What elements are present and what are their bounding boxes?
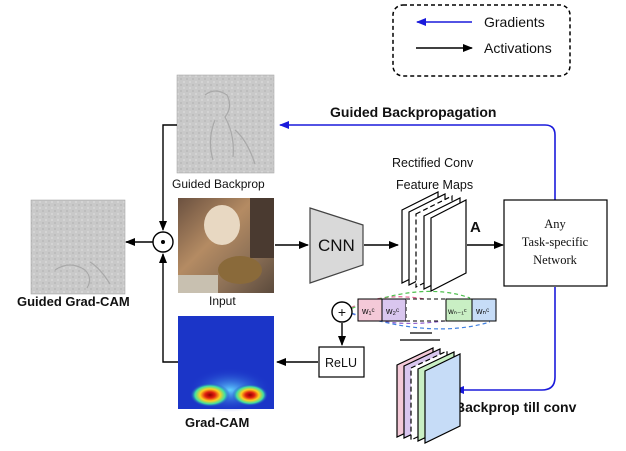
dog-shape [204,205,240,245]
weight-w2-label: w₂ᶜ [385,306,399,316]
guided-grad-cam-image [30,199,126,295]
relu-box [318,346,365,378]
cnn-label: CNN [318,236,355,255]
guided-backprop-to-multiply-arrow [159,124,177,231]
legend-activations-label: Activations [484,40,552,56]
input-label: Input [209,294,236,308]
sum-node [331,301,353,323]
feature-map-symbol: A [470,219,481,236]
legend-box: Gradients Activations [392,4,571,77]
backprop-till-conv-arrow [454,287,556,394]
weight-cell-n [471,298,497,322]
input-image [178,198,274,293]
guided-backprop-image [176,74,275,174]
grad-cam-to-multiply-arrow [159,253,178,363]
plus-icon: + [338,304,346,320]
feature-map-5 [430,199,467,292]
weight-cell-ellipsis [405,298,447,322]
guided-grad-cam-label: Guided Grad-CAM [17,294,130,309]
weight-wn-label: wₙᶜ [475,306,489,316]
guided-backpropagation-label: Guided Backpropagation [330,104,496,120]
guided-backprop-label: Guided Backprop [172,177,265,191]
task-network-line2: Task-specific [522,235,589,249]
rectified-conv-label-line1: Rectified Conv [392,156,474,170]
weight-w1-label: w₁ᶜ [361,306,375,316]
weight-vector: w₁ᶜ w₂ᶜ wₙ₋₁ᶜ wₙᶜ [357,298,497,322]
guided-backprop-gradient-arrow [279,121,556,205]
rectified-conv-label-line2: Feature Maps [396,178,473,192]
task-network-line3: Network [533,253,577,267]
multiply-dot-icon [161,240,165,244]
backprop-till-conv-label: Backprop till conv [455,399,577,415]
grad-cam-heatmap [178,316,274,412]
task-network-box [503,199,608,287]
cat-shape [218,256,262,284]
legend-border [392,4,571,77]
gradient-map-5 [424,353,461,444]
relu-label: ReLU [325,356,357,370]
gradient-maps-stack [396,347,461,444]
task-network-line1: Any [544,217,566,231]
weight-wn1-label: wₙ₋₁ᶜ [447,307,467,316]
legend-gradients-label: Gradients [484,14,545,30]
grad-cam-label: Grad-CAM [185,415,249,430]
cnn-block [309,207,364,284]
feature-maps-stack [401,191,467,292]
